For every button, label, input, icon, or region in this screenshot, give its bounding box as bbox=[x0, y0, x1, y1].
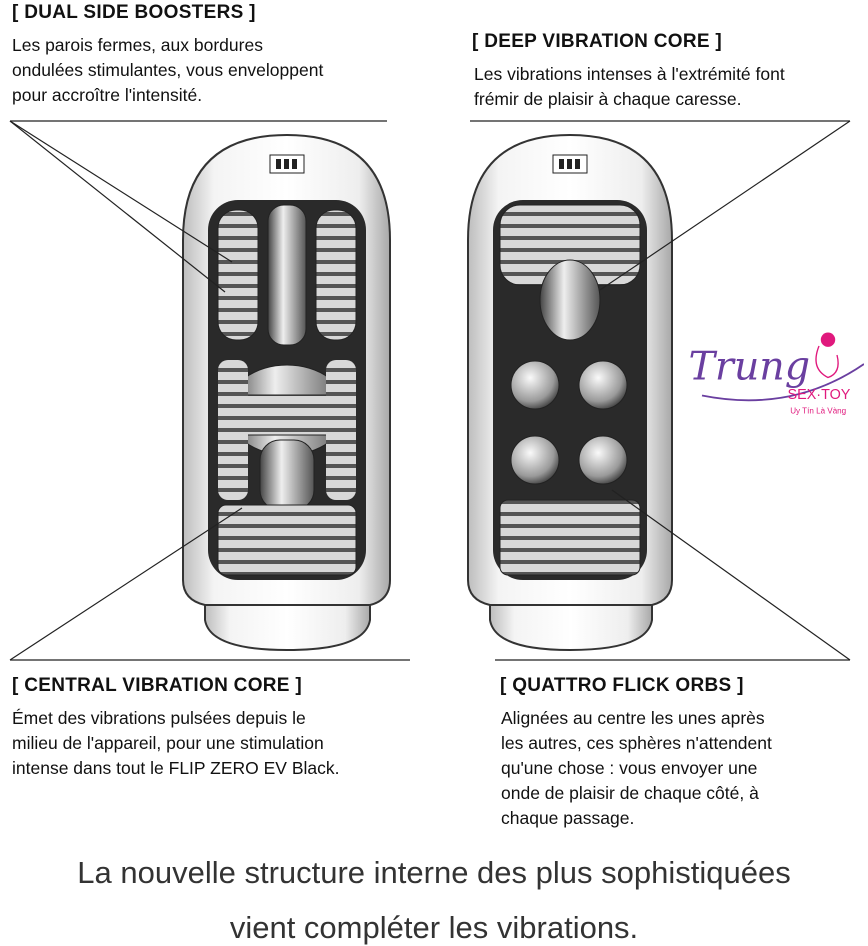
text-line: chaque passage. bbox=[501, 808, 635, 828]
text-line: onde de plaisir de chaque côté, à bbox=[501, 783, 759, 803]
text-line: qu'une chose : vous envoyer une bbox=[501, 758, 758, 778]
text-line: frémir de plaisir à chaque caresse. bbox=[474, 89, 742, 109]
callout-text-dual-side-boosters: Les parois fermes, aux bordures ondulées… bbox=[12, 33, 323, 108]
callout-title-central-vibration-core: [ CENTRAL VIBRATION CORE ] bbox=[12, 675, 302, 696]
device-right bbox=[467, 133, 673, 652]
caption-line-2: vient compléter les vibrations. bbox=[229, 910, 639, 945]
callout-text-central-vibration-core: Émet des vibrations pulsées depuis le mi… bbox=[12, 706, 339, 781]
watermark-logo: Trung SEX·TOY Uy Tín Là Vàng bbox=[689, 332, 864, 416]
text-line: Alignées au centre les unes après bbox=[501, 708, 765, 728]
text-line: milieu de l'appareil, pour une stimulati… bbox=[12, 733, 324, 753]
callout-text-quattro-flick-orbs: Alignées au centre les unes après les au… bbox=[501, 706, 772, 831]
text-line: ondulées stimulantes, vous enveloppent bbox=[12, 60, 324, 80]
svg-text:Trung: Trung bbox=[689, 343, 811, 389]
text-line: intense dans tout le FLIP ZERO EV Black. bbox=[12, 758, 340, 778]
callout-title-dual-side-boosters: [ DUAL SIDE BOOSTERS ] bbox=[12, 2, 256, 23]
text-line: Les parois fermes, aux bordures bbox=[12, 35, 263, 55]
callout-title-deep-vibration-core: [ DEEP VIBRATION CORE ] bbox=[472, 31, 723, 52]
text-line: Les vibrations intenses à l'extrémité fo… bbox=[474, 64, 785, 84]
svg-text:Uy Tín Là Vàng: Uy Tín Là Vàng bbox=[790, 407, 846, 416]
leader-lines bbox=[9, 120, 851, 661]
svg-text:SEX·TOY: SEX·TOY bbox=[788, 387, 851, 403]
caption-line-1: La nouvelle structure interne des plus s… bbox=[77, 855, 791, 890]
text-line: pour accroître l'intensité. bbox=[12, 85, 203, 105]
callout-title-quattro-flick-orbs: [ QUATTRO FLICK ORBS ] bbox=[500, 675, 744, 696]
callout-text-deep-vibration-core: Les vibrations intenses à l'extrémité fo… bbox=[474, 62, 785, 112]
text-line: les autres, ces sphères n'attendent bbox=[501, 733, 772, 753]
text-line: Émet des vibrations pulsées depuis le bbox=[12, 708, 306, 728]
device-left bbox=[182, 133, 391, 652]
